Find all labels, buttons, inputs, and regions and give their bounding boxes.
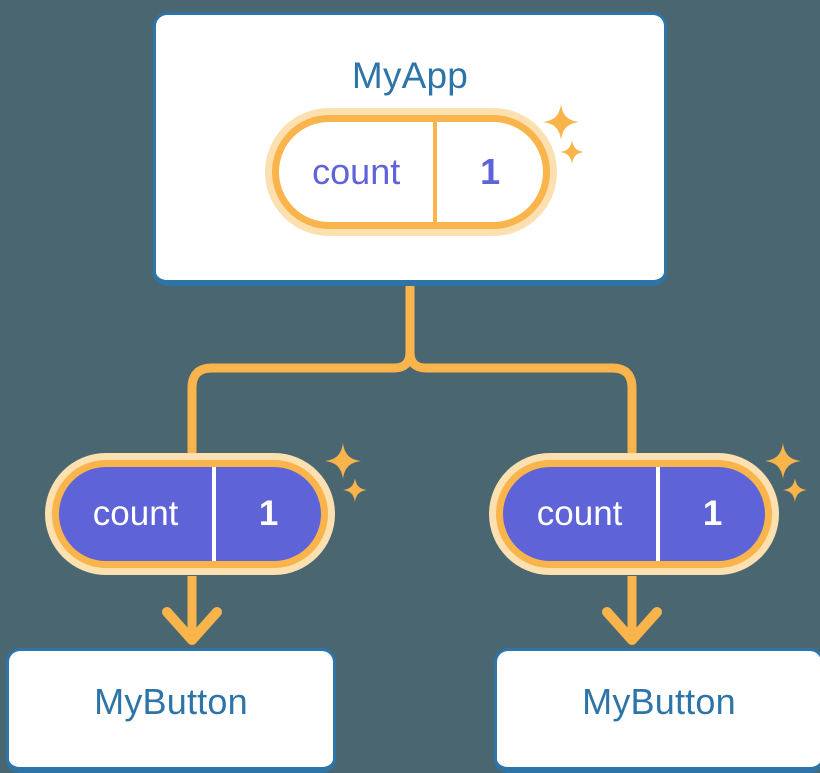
- component-title: MyButton: [582, 681, 736, 722]
- state-value: 1: [702, 494, 723, 533]
- component-title: MyButton: [94, 681, 248, 722]
- state-value: 1: [480, 151, 501, 192]
- arrow-down-icon-right: [602, 576, 662, 645]
- component-box-mybutton-right[interactable]: MyButton: [494, 648, 820, 773]
- branch-connector-right-icon: [405, 347, 637, 457]
- state-key: count: [503, 467, 661, 561]
- page-title: MyApp: [351, 55, 469, 96]
- state-value: 1: [258, 494, 279, 533]
- state-pill-button-right[interactable]: count 1: [489, 453, 779, 575]
- state-pill-inner: count 1: [52, 460, 328, 568]
- branch-connector-icon: [187, 281, 415, 457]
- state-pill-inner: count 1: [496, 460, 772, 568]
- state-key: count: [59, 467, 217, 561]
- arrow-down-icon-left: [162, 576, 222, 645]
- state-pill-myapp[interactable]: count 1: [265, 108, 557, 236]
- state-key: count: [279, 122, 438, 222]
- state-pill-button-left[interactable]: count 1: [45, 453, 335, 575]
- state-pill-inner: count 1: [272, 115, 550, 229]
- component-box-mybutton-left[interactable]: MyButton: [6, 648, 336, 773]
